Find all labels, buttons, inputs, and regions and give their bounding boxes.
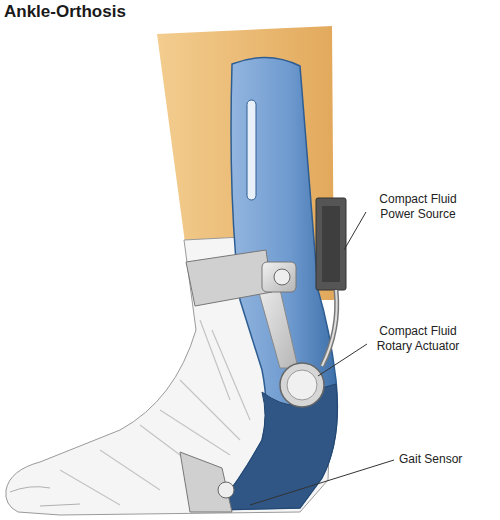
fluid-tube-highlight	[322, 290, 337, 366]
leader-line	[250, 460, 394, 505]
rotary-actuator	[280, 363, 324, 407]
part-label: Compact Fluid Power Source	[370, 192, 466, 222]
fluid-tube	[322, 290, 337, 366]
brace-heel	[215, 384, 337, 510]
toe-line	[10, 487, 80, 506]
power-source-panel	[322, 206, 340, 282]
part-label: Compact Fluid Rotary Actuator	[370, 324, 466, 354]
brace-slot	[247, 100, 256, 200]
actuator-hub	[287, 370, 317, 400]
leader-line	[344, 212, 366, 250]
rivet	[274, 269, 290, 285]
part-label: Gait Sensor	[399, 452, 489, 467]
power-source	[316, 198, 346, 290]
upper-strap	[186, 250, 272, 306]
diagram-title: Ankle-Orthosis	[4, 2, 126, 22]
rivet	[218, 482, 234, 498]
leader-line	[318, 344, 367, 376]
strap-bracket	[262, 262, 296, 292]
